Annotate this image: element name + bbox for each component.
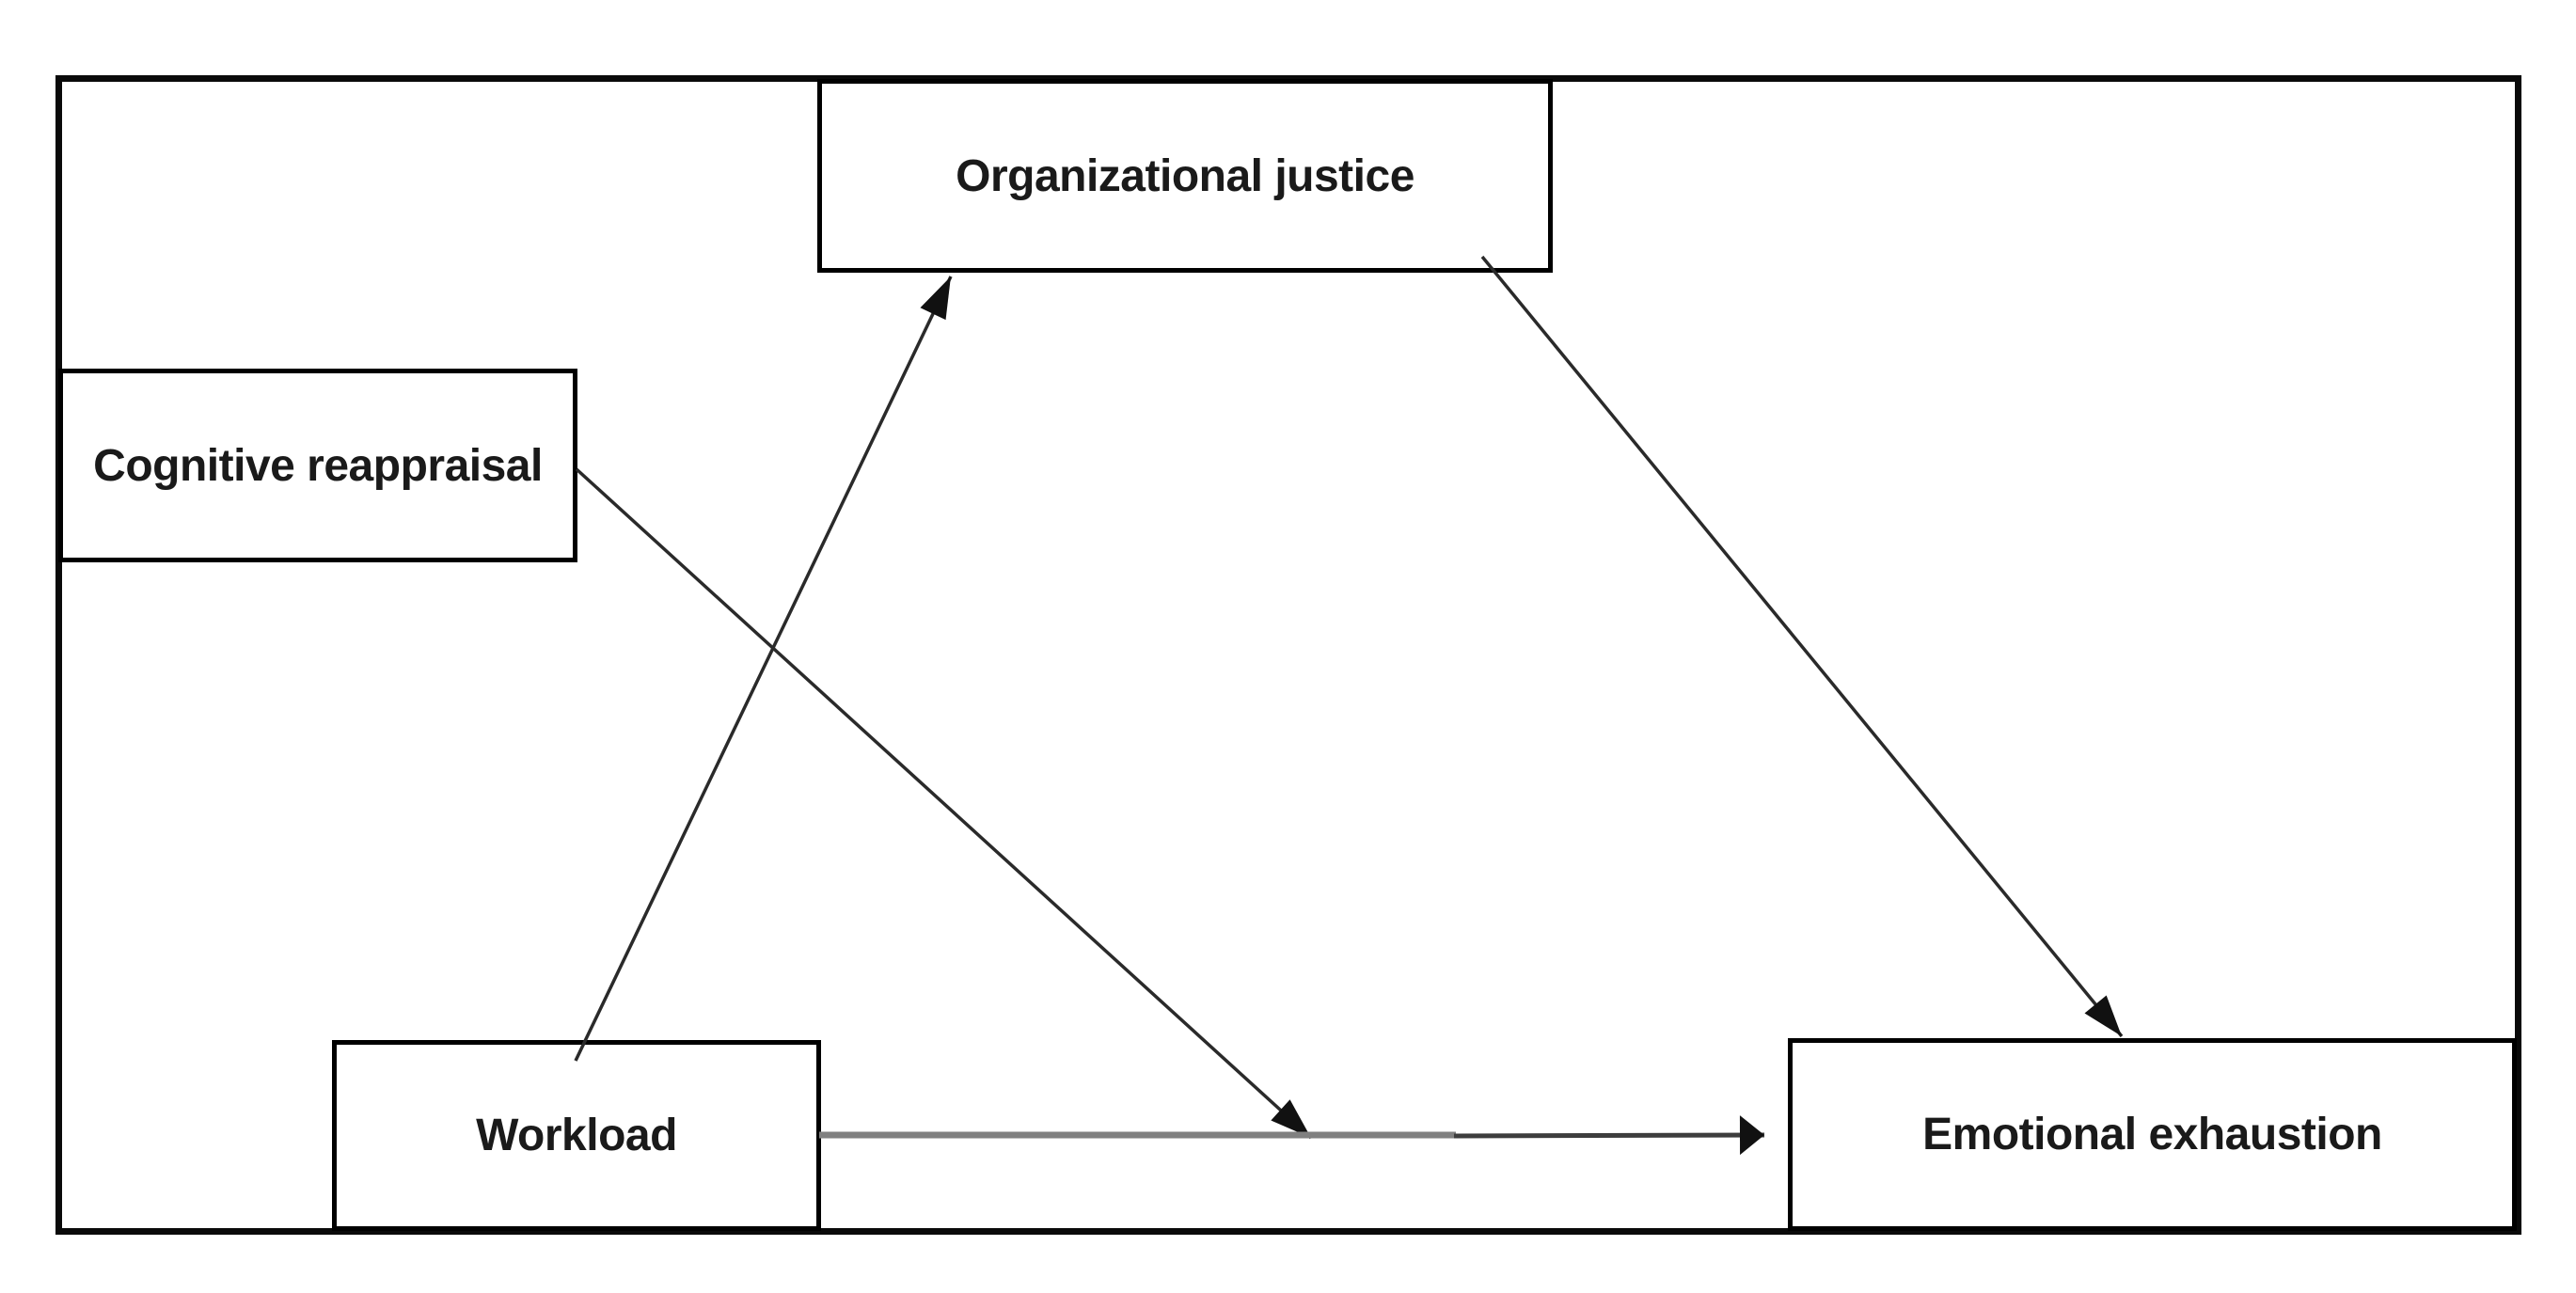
node-emotional-exhaustion-label: Emotional exhaustion [1922,1110,2382,1159]
node-workload-label: Workload [476,1111,677,1160]
node-workload: Workload [332,1040,821,1231]
node-emotional-exhaustion: Emotional exhaustion [1788,1038,2517,1231]
node-organizational-justice-label: Organizational justice [956,150,1414,201]
node-cognitive-reappraisal: Cognitive reappraisal [58,369,577,562]
node-organizational-justice: Organizational justice [817,79,1553,273]
node-cognitive-reappraisal-label: Cognitive reappraisal [93,440,543,491]
